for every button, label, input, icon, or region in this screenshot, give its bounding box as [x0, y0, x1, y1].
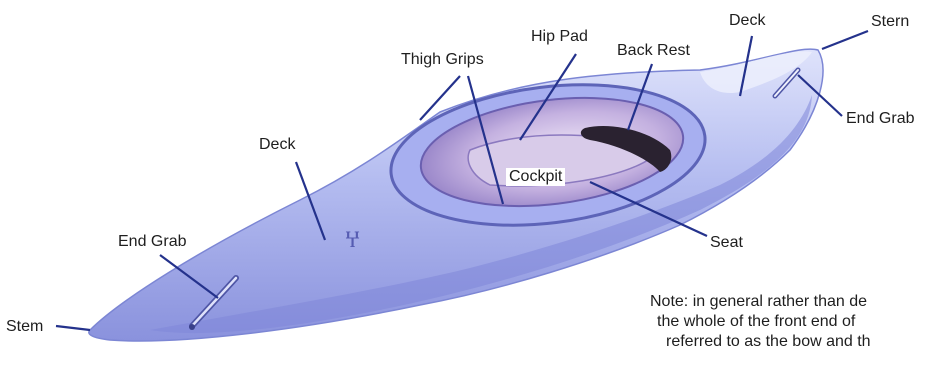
note-line-3: referred to as the bow and th: [666, 332, 883, 352]
label-hip-pad: Hip Pad: [531, 28, 588, 46]
label-deck-left: Deck: [259, 136, 295, 154]
note-line-2: the whole of the front end of: [657, 312, 874, 332]
leader-stern: [822, 31, 868, 49]
label-seat: Seat: [710, 234, 743, 252]
label-end-grab-right: End Grab: [846, 110, 914, 128]
label-back-rest: Back Rest: [617, 42, 690, 60]
deck-mark: Ⴤ: [345, 231, 360, 252]
label-cockpit: Cockpit: [506, 168, 565, 186]
label-stem: Stem: [6, 318, 43, 336]
label-thigh-grips: Thigh Grips: [401, 51, 484, 69]
label-end-grab-left: End Grab: [118, 233, 186, 251]
label-deck-right: Deck: [729, 12, 765, 30]
footnote: Note: in general rather than de the whol…: [650, 292, 867, 352]
note-line-1: Note: in general rather than de: [650, 292, 867, 312]
leader-stem: [56, 326, 90, 330]
label-stern: Stern: [871, 13, 909, 31]
